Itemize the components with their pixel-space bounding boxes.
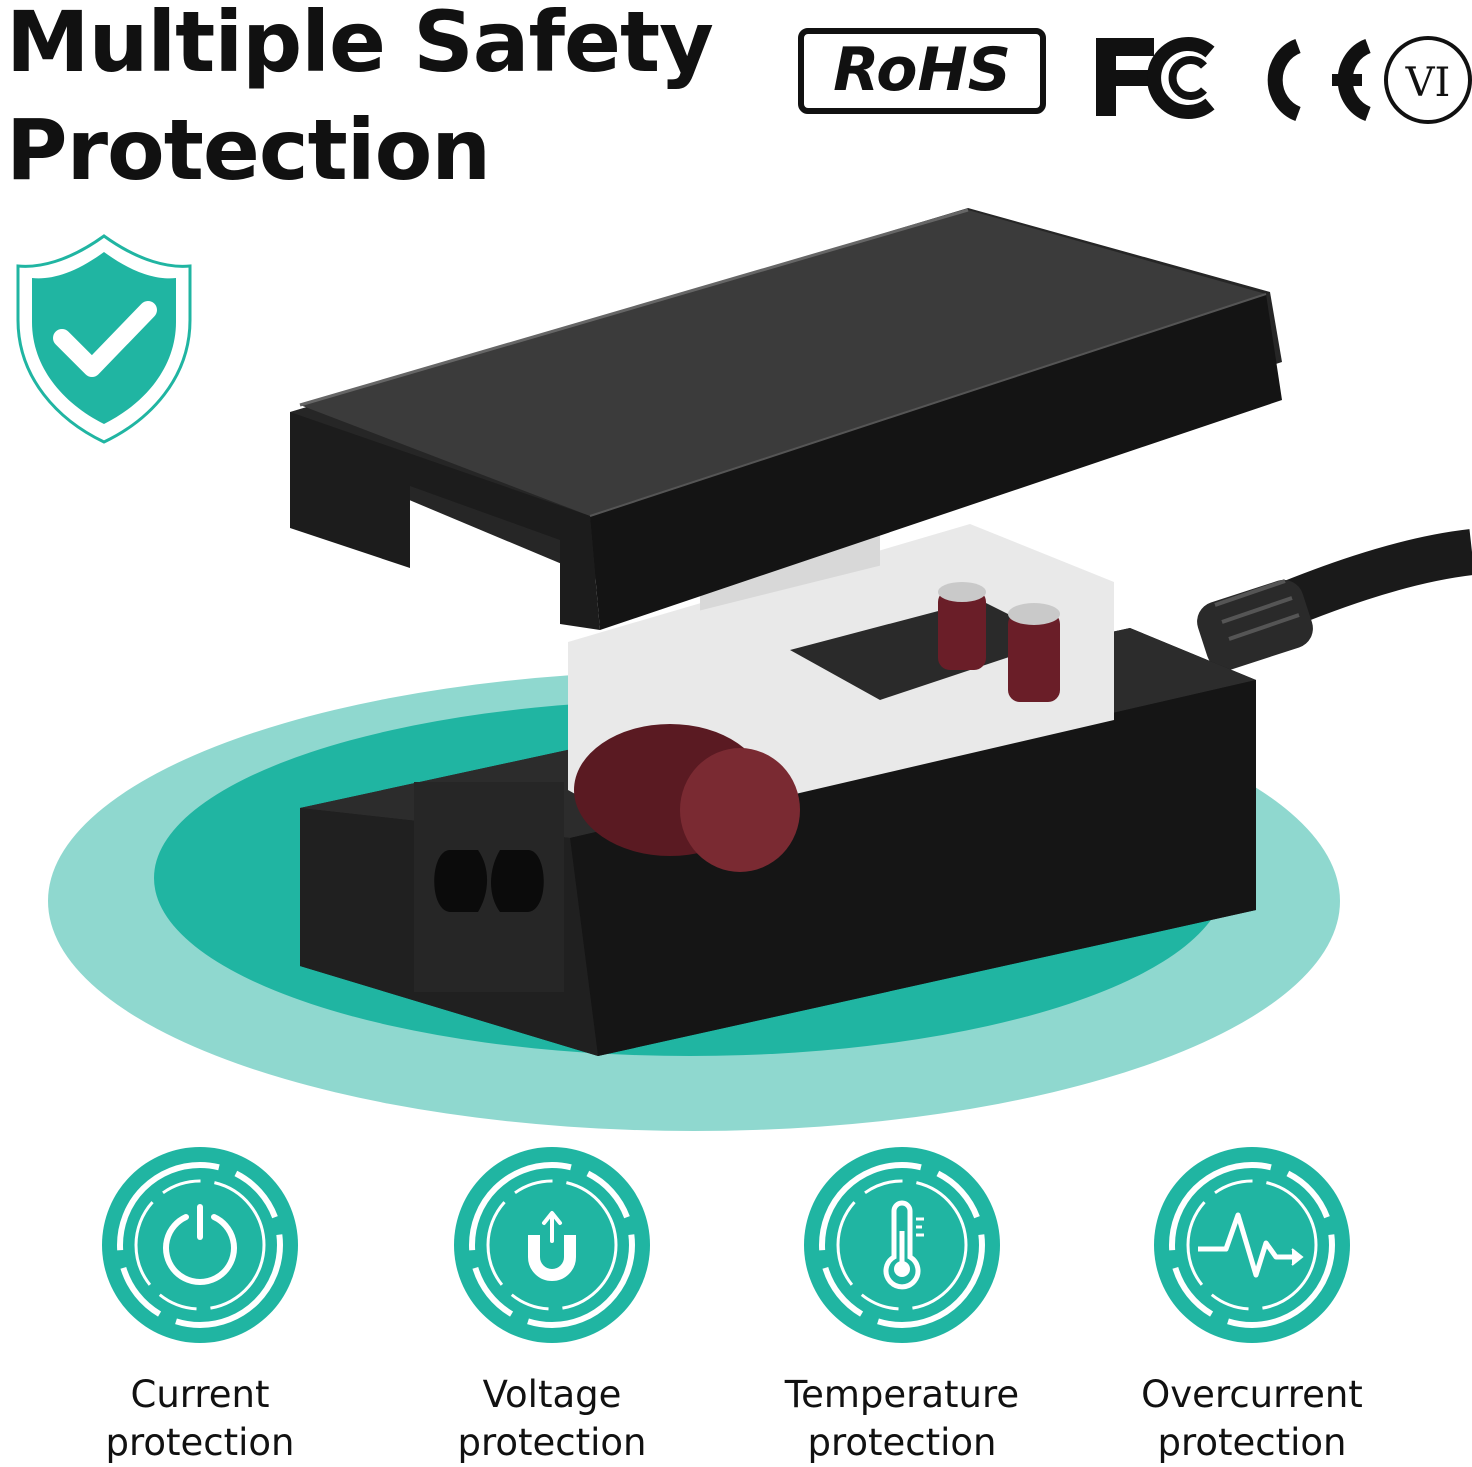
feature-voltage: Voltage protection [402, 1145, 702, 1467]
feature-overcurrent-line2: protection [1157, 1421, 1347, 1464]
pulse-arrow-icon [1154, 1147, 1350, 1343]
fcc-text: FC [1092, 18, 1094, 19]
adapter-lid [290, 208, 1282, 630]
rohs-badge: RoHS [798, 28, 1046, 114]
cert-logos: FC CE VI [1092, 18, 1472, 124]
page-title: Multiple Safety Protection [6, 0, 714, 204]
ce-text: CE [1092, 18, 1094, 19]
title-line-1: Multiple Safety [6, 0, 714, 91]
shield-check-icon [16, 234, 192, 444]
feature-temperature-line2: protection [807, 1421, 997, 1464]
feature-current-line1: Current [130, 1373, 270, 1416]
feature-voltage-line1: Voltage [482, 1373, 622, 1416]
feature-voltage-line2: protection [457, 1421, 647, 1464]
vi-text: VI [1405, 60, 1451, 106]
thermometer-icon [804, 1147, 1000, 1343]
title-line-2: Protection [6, 101, 491, 199]
certification-marks: RoHS FC CE VI [796, 18, 1472, 128]
feature-overcurrent: Overcurrent protection [1102, 1145, 1402, 1467]
feature-overcurrent-line1: Overcurrent [1141, 1373, 1363, 1416]
feature-temperature: Temperature protection [752, 1145, 1052, 1467]
vi-logo: VI [1384, 36, 1472, 124]
voltage-magnet-icon [454, 1147, 650, 1343]
fcc-logo: FC [1092, 18, 1215, 119]
power-cable [1197, 529, 1472, 671]
feature-current-line2: protection [105, 1421, 295, 1464]
power-icon [102, 1147, 298, 1343]
ce-logo: CE [1092, 18, 1372, 122]
hero-illustration [16, 208, 1472, 1131]
feature-temperature-line1: Temperature [784, 1373, 1020, 1416]
feature-current: Current protection [50, 1145, 350, 1467]
